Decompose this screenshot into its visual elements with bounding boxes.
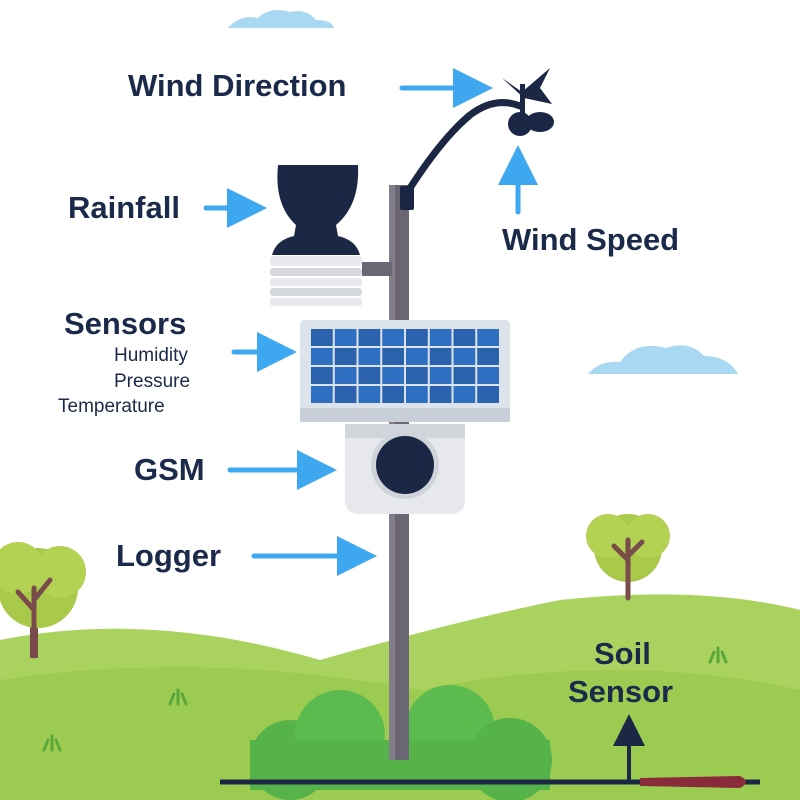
anemometer-arm	[400, 99, 524, 210]
gsm-box-icon	[345, 424, 465, 514]
label-wind-direction: Wind Direction	[128, 68, 347, 103]
solar-cell	[311, 367, 333, 384]
solar-cell	[429, 329, 452, 346]
solar-cell	[382, 367, 404, 384]
solar-cell	[429, 386, 452, 403]
label-temperature: Temperature	[58, 396, 165, 417]
label-rainfall: Rainfall	[68, 190, 180, 225]
radiation-shield-icon	[270, 256, 392, 306]
solar-cell	[406, 386, 428, 403]
wind-vane-icon	[502, 68, 554, 136]
solar-cell	[477, 367, 499, 384]
label-sensors: Sensors	[64, 306, 187, 341]
solar-cell	[334, 367, 357, 384]
rain-gauge-icon	[272, 165, 360, 255]
solar-cell	[358, 367, 381, 384]
soil-probe	[640, 776, 746, 788]
solar-cell	[406, 367, 428, 384]
solar-cell	[453, 386, 476, 403]
label-humidity: Humidity	[114, 345, 188, 366]
solar-cell	[334, 329, 357, 346]
solar-cell	[477, 329, 499, 346]
solar-cell	[358, 329, 381, 346]
solar-cell	[358, 348, 381, 365]
cloud-top-icon	[228, 10, 334, 28]
solar-cell	[358, 386, 381, 403]
label-wind-speed: Wind Speed	[502, 222, 680, 257]
callout-arrows	[203, 68, 538, 576]
solar-cell	[382, 329, 404, 346]
solar-cell	[477, 386, 499, 403]
label-logger: Logger	[116, 538, 222, 573]
label-pressure: Pressure	[114, 371, 191, 392]
solar-cell	[429, 348, 452, 365]
solar-cell	[311, 348, 333, 365]
label-gsm: GSM	[134, 452, 205, 487]
solar-cell	[453, 367, 476, 384]
label-sensor: Sensor	[568, 674, 674, 709]
solar-cell	[382, 348, 404, 365]
solar-cell	[453, 348, 476, 365]
solar-cell	[311, 329, 333, 346]
solar-cell	[334, 386, 357, 403]
left-tree-icon	[0, 542, 86, 659]
solar-panel-icon	[300, 320, 510, 422]
solar-cell	[382, 386, 404, 403]
solar-cell	[429, 367, 452, 384]
cloud-right-icon	[588, 345, 738, 374]
grass-tufts	[42, 646, 728, 752]
solar-cell	[334, 348, 357, 365]
solar-cell	[477, 348, 499, 365]
right-tree-icon	[586, 514, 670, 601]
solar-cell	[311, 386, 333, 403]
label-soil: Soil	[594, 636, 651, 671]
solar-cell	[453, 329, 476, 346]
solar-cell	[406, 348, 428, 365]
solar-cell	[406, 329, 428, 346]
